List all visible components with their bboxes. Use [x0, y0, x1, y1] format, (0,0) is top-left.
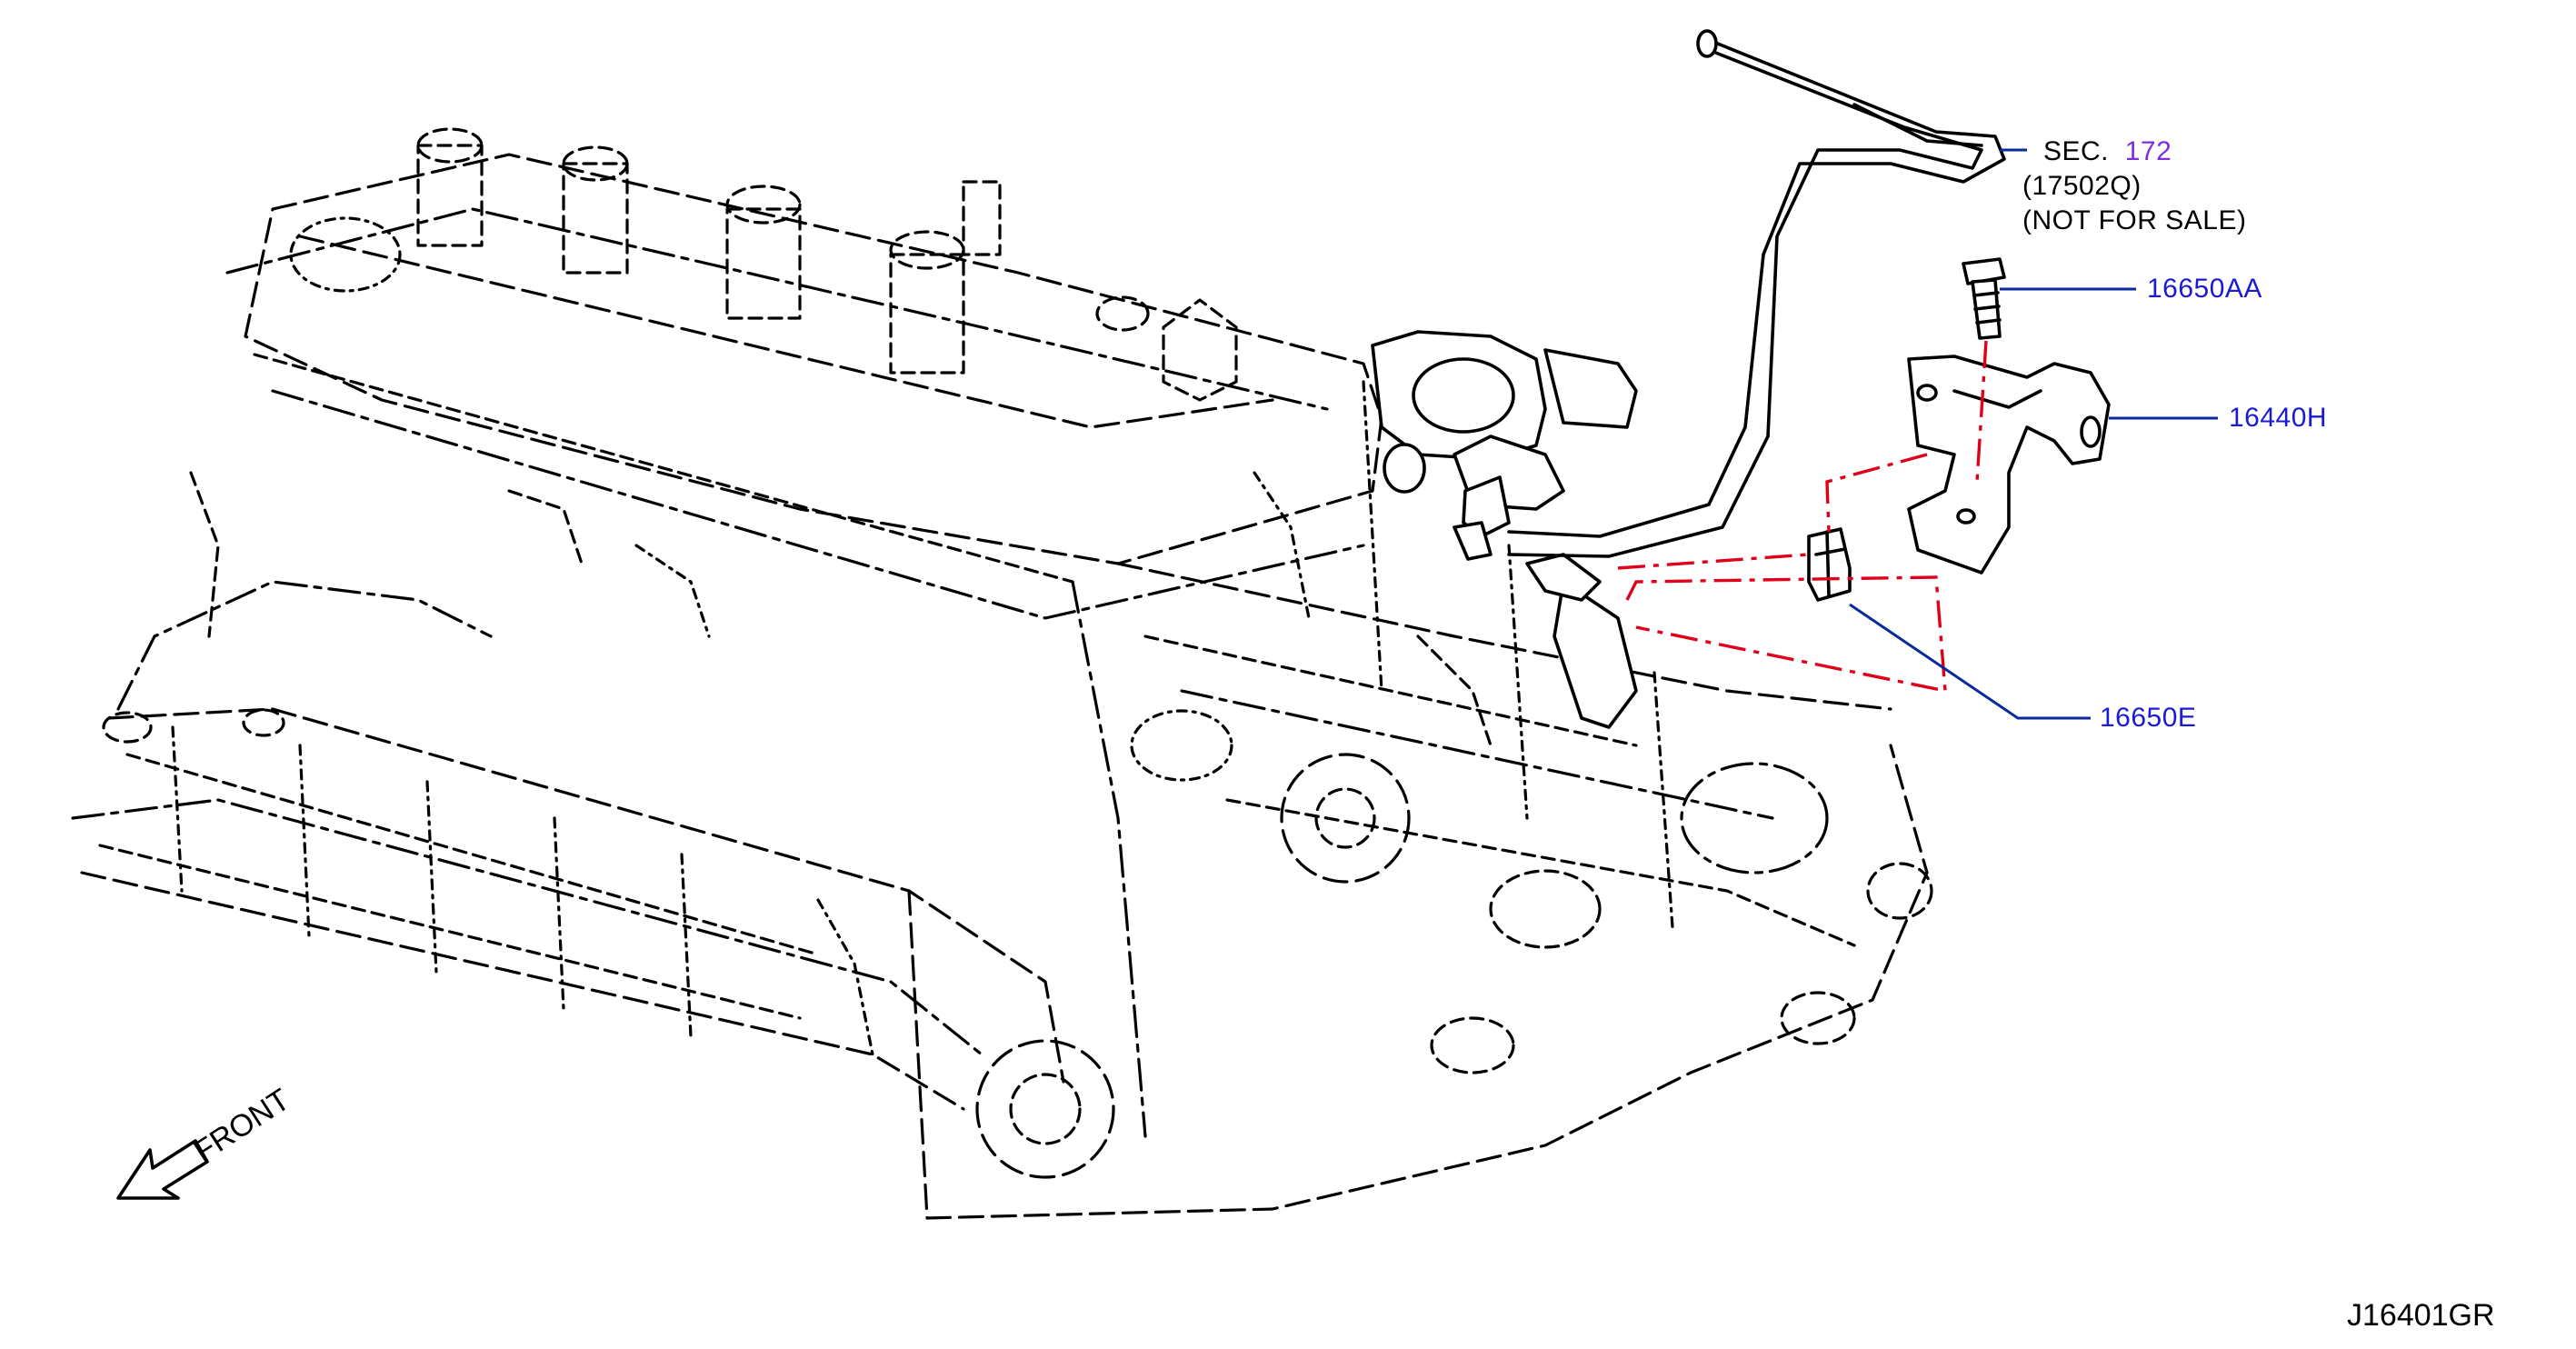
sec-reference-label: SEC. 172 [2043, 138, 2172, 165]
part-number-bolt[interactable]: 16650AA [2147, 274, 2262, 304]
sec-not-for-sale-note: (NOT FOR SALE) [2022, 205, 2247, 235]
sec-number-link[interactable]: 172 [2124, 136, 2172, 166]
bolt-part [1962, 257, 2006, 340]
engine-assembly-drawing [71, 127, 1933, 1220]
front-arrow-icon [116, 1139, 209, 1200]
leader-lines [1849, 148, 2218, 720]
throttle-body-area [1371, 330, 1638, 729]
sec-prefix: SEC. [2043, 136, 2110, 166]
bracket-part [1907, 355, 2111, 575]
assembly-lines [1617, 340, 1988, 694]
figure-code: J16401GR [2347, 1298, 2495, 1333]
part-number-clip[interactable]: 16650E [2100, 703, 2197, 733]
sec-part-number: (17502Q) [2022, 171, 2142, 201]
part-number-bracket[interactable]: 16440H [2229, 403, 2328, 433]
evap-hose [1507, 29, 2006, 558]
clip-part [1807, 527, 1852, 602]
